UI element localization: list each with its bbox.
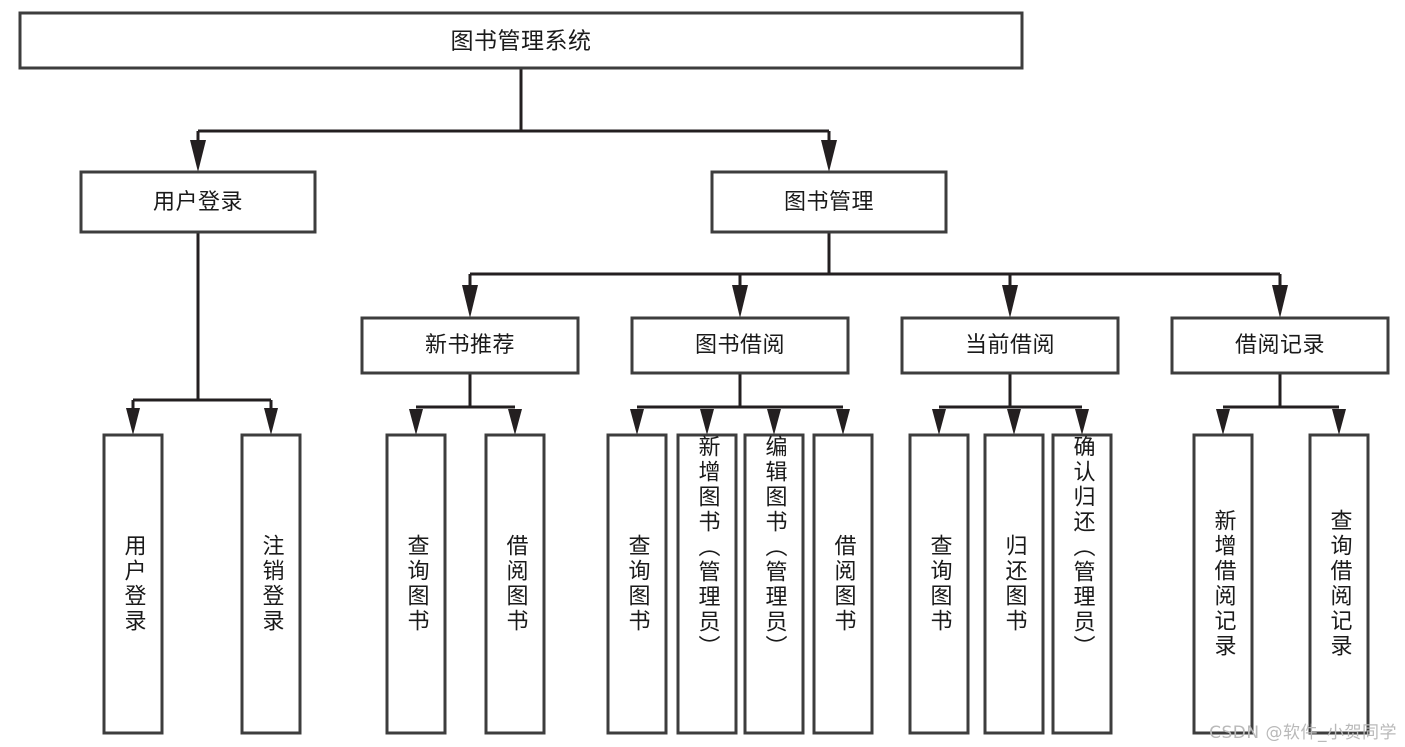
node-user-login-label: 用户登录 — [153, 190, 243, 215]
node-new-book-rec[interactable]: 新书推荐 — [360, 316, 580, 375]
node-user-login[interactable]: 用户登录 — [79, 170, 317, 234]
connector-group-bookmanage-to-level3 — [462, 232, 1288, 318]
node-leaf-edit-book-box[interactable] — [743, 433, 805, 735]
arrow-head-leaf-query-book-cur — [932, 409, 946, 435]
node-leaf-borrow-book-box[interactable] — [812, 433, 874, 735]
connector-group-newbookrec-to-leaves — [409, 373, 522, 435]
arrow-head-leaf-borrow-book — [836, 409, 850, 435]
node-leaf-confirm-return-box[interactable] — [1051, 433, 1113, 735]
arrow-head-book-manage — [821, 140, 837, 172]
node-leaf-return-book-box[interactable] — [983, 433, 1045, 735]
node-leaf-borrow-book-rec-box[interactable] — [484, 433, 546, 735]
connector-group-userlogin-to-leaves — [126, 232, 278, 435]
node-leaf-query-book-cur-box[interactable] — [908, 433, 970, 735]
arrow-head-leaf-return-book — [1007, 409, 1021, 435]
arrow-head-book-borrow — [732, 285, 748, 318]
node-leaf-query-book-rec-box[interactable] — [385, 433, 447, 735]
node-borrow-record-box[interactable] — [1170, 316, 1390, 375]
node-current-borrow-label: 当前借阅 — [965, 333, 1055, 358]
node-root-label: 图书管理系统 — [451, 29, 592, 55]
node-borrow-record-label: 借阅记录 — [1235, 333, 1325, 358]
node-book-manage[interactable]: 图书管理 — [710, 170, 948, 234]
arrow-head-leaf-borrow-book-rec — [508, 409, 522, 435]
arrow-head-leaf-query-book-borrow — [630, 409, 644, 435]
arrow-head-user-login — [190, 140, 206, 172]
connector-group-root-to-level2 — [190, 68, 837, 172]
arrow-head-leaf-query-book-rec — [409, 409, 423, 435]
node-book-borrow-box[interactable] — [630, 316, 850, 375]
node-book-manage-box[interactable] — [710, 170, 948, 234]
connector-group-borrowrecord-to-leaves — [1216, 373, 1346, 435]
arrow-head-new-book-rec — [462, 285, 478, 318]
node-leaf-user-login-box[interactable] — [102, 433, 164, 735]
arrow-head-borrow-record — [1272, 285, 1288, 318]
arrow-head-leaf-logout — [264, 408, 278, 435]
node-root[interactable]: 图书管理系统 — [18, 11, 1024, 70]
node-root-box[interactable] — [18, 11, 1024, 70]
csdn-watermark: CSDN @软件_小贺同学 — [1209, 723, 1397, 743]
node-leaf-query-record-box[interactable] — [1308, 433, 1370, 735]
connector-group-bookborrow-to-leaves — [630, 373, 850, 435]
node-new-book-rec-box[interactable] — [360, 316, 580, 375]
node-leaf-logout-box[interactable] — [240, 433, 302, 735]
node-leaf-query-book-borrow-box[interactable] — [606, 433, 668, 735]
node-user-login-box[interactable] — [79, 170, 317, 234]
connector-group-currentborrow-to-leaves — [932, 373, 1089, 435]
arrow-head-current-borrow — [1002, 285, 1018, 318]
arrow-head-leaf-query-record — [1332, 409, 1346, 435]
arrow-head-leaf-confirm-return — [1075, 409, 1089, 435]
node-current-borrow-box[interactable] — [900, 316, 1120, 375]
arrow-head-leaf-edit-book — [767, 409, 781, 435]
node-borrow-record[interactable]: 借阅记录 — [1170, 316, 1390, 375]
node-book-manage-label: 图书管理 — [784, 190, 874, 215]
arrow-head-leaf-add-record — [1216, 409, 1230, 435]
node-leaf-add-record-box[interactable] — [1192, 433, 1254, 735]
node-book-borrow-label: 图书借阅 — [695, 333, 785, 358]
arrow-head-leaf-add-book — [700, 409, 714, 435]
node-book-borrow[interactable]: 图书借阅 — [630, 316, 850, 375]
node-current-borrow[interactable]: 当前借阅 — [900, 316, 1120, 375]
node-leaf-add-book-box[interactable] — [676, 433, 738, 735]
node-new-book-rec-label: 新书推荐 — [425, 333, 515, 358]
arrow-head-leaf-user-login — [126, 408, 140, 435]
